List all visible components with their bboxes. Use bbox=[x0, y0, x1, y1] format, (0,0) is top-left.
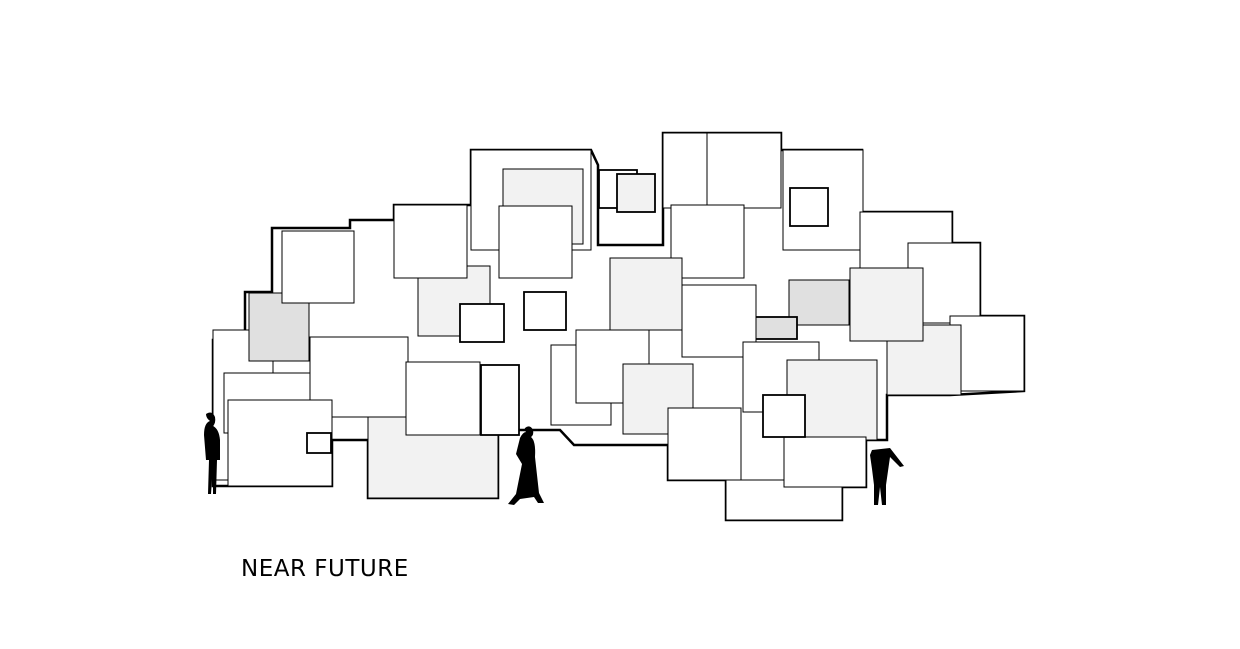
cube-face bbox=[498, 205, 573, 279]
cube-face bbox=[248, 292, 310, 362]
diagram-caption: NEAR FUTURE bbox=[241, 556, 409, 582]
cube-face bbox=[523, 291, 567, 331]
cube-face bbox=[405, 361, 481, 436]
cube-face bbox=[393, 204, 468, 279]
cube-face bbox=[616, 173, 656, 213]
cube-face bbox=[706, 132, 782, 209]
cube-face bbox=[754, 316, 798, 340]
cube-face bbox=[783, 436, 867, 488]
cube-face bbox=[788, 279, 850, 326]
person-silhouette-left bbox=[204, 412, 220, 494]
cube-face bbox=[281, 230, 355, 304]
cube-face bbox=[609, 257, 683, 331]
cube-face bbox=[306, 432, 332, 454]
cube-face bbox=[667, 407, 742, 481]
cube-face bbox=[480, 364, 520, 436]
cubes-group bbox=[212, 132, 1025, 521]
person-silhouette-right bbox=[870, 448, 904, 505]
cube-face bbox=[459, 303, 505, 343]
cube-face bbox=[849, 267, 924, 342]
cube-face bbox=[762, 394, 806, 438]
person-silhouette-middle bbox=[508, 426, 544, 505]
cube-face bbox=[670, 204, 745, 279]
cube-face bbox=[789, 187, 829, 227]
human-silhouettes bbox=[204, 412, 904, 505]
